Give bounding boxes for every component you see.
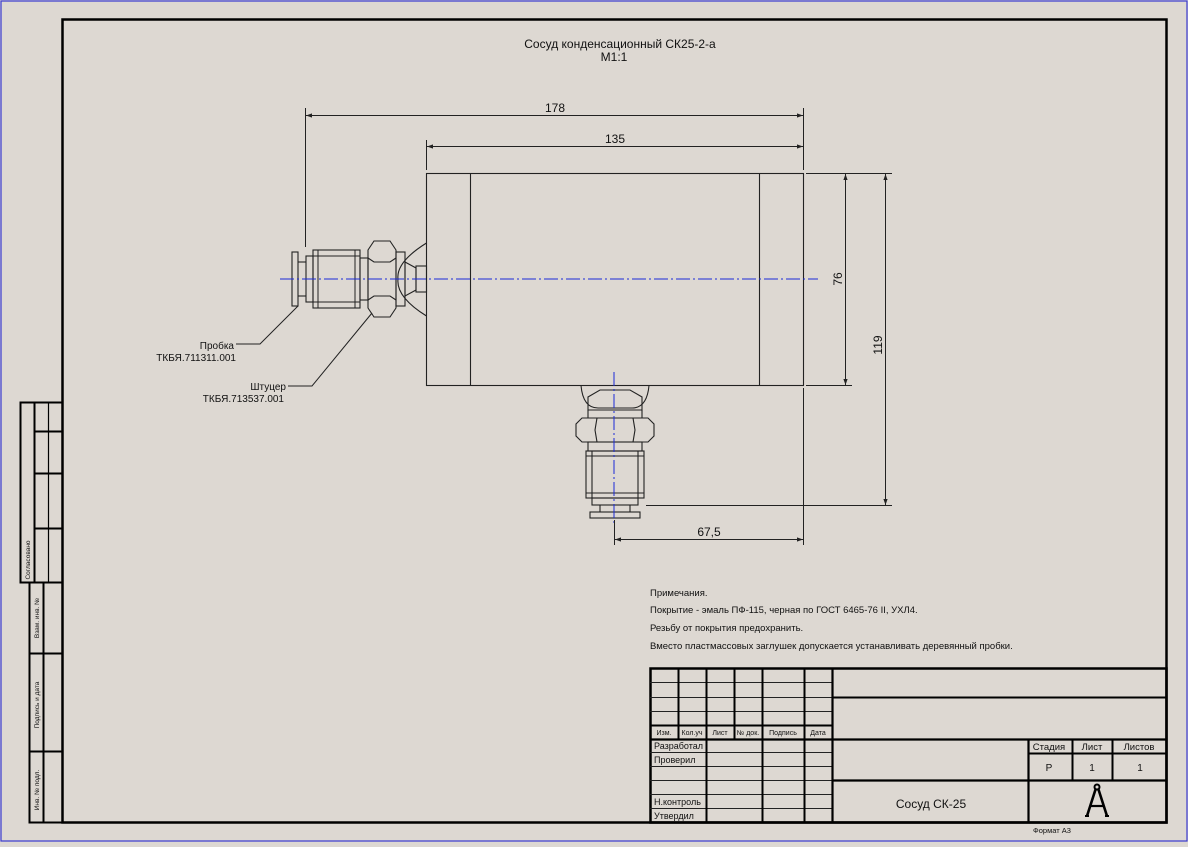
svg-text:178: 178: [545, 101, 565, 115]
drawing-scale: М1:1: [601, 50, 628, 64]
svg-text:135: 135: [605, 132, 625, 146]
stamp-approved: Согласовано: [25, 540, 32, 579]
role-norm-control: Н.контроль: [654, 797, 701, 807]
stamp-inv-orig: Инв. № подл.: [34, 770, 41, 811]
col-izm: Изм.: [657, 730, 672, 737]
compass-icon: [1085, 783, 1109, 817]
side-stamp: Согласовано Взам. инв. № Подпись и дата …: [19, 401, 64, 824]
svg-text:ТКБЯ.711311.001: ТКБЯ.711311.001: [156, 353, 236, 364]
drawing-title: Сосуд конденсационный СК25-2-а: [524, 37, 716, 51]
stage-value: Р: [1046, 763, 1053, 774]
dimension-135: 135: [426, 132, 803, 170]
note-1: Покрытие - эмаль ПФ-115, черная по ГОСТ …: [650, 605, 918, 616]
notes-heading: Примечания.: [650, 588, 708, 599]
svg-text:119: 119: [871, 335, 885, 354]
sheet-label: Лист: [1082, 742, 1103, 753]
callout-plug: Пробка ТКБЯ.711311.001: [156, 305, 299, 364]
sheets-value: 1: [1137, 763, 1143, 774]
title-block: Изм. Кол.уч Лист № док. Подпись Дата Раз…: [649, 667, 1168, 824]
dimension-178: 178: [305, 101, 804, 247]
svg-text:ТКБЯ.713537.001: ТКБЯ.713537.001: [203, 394, 285, 405]
note-2: Резьбу от покрытия предохранить.: [650, 623, 803, 634]
note-3: Вместо пластмассовых заглушек допускаетс…: [650, 641, 1013, 652]
dimension-67-5: 67,5: [614, 388, 804, 545]
dimension-119: 119: [646, 173, 892, 506]
col-date: Дата: [810, 730, 826, 737]
stamp-sign-date: Подпись и дата: [34, 681, 41, 728]
sheets-label: Листов: [1124, 742, 1155, 753]
dimension-76: 76: [806, 173, 852, 386]
svg-text:Пробка: Пробка: [200, 340, 235, 352]
svg-text:Штуцер: Штуцер: [250, 382, 286, 393]
stage-label: Стадия: [1033, 742, 1065, 753]
callout-fitting: Штуцер ТКБЯ.713537.001: [203, 312, 373, 405]
product-name: Сосуд СК-25: [896, 797, 967, 811]
col-kol-uch: Кол.уч: [682, 730, 703, 737]
stamp-ref-inv: Взам. инв. №: [34, 598, 41, 638]
role-developer: Разработал: [654, 741, 703, 751]
svg-text:67,5: 67,5: [697, 525, 721, 539]
bottom-fitting: [575, 385, 655, 519]
col-signature: Подпись: [769, 730, 797, 737]
format-label: Формат А3: [1033, 826, 1071, 835]
role-approver: Утвердил: [654, 811, 694, 821]
notes: Примечания. Покрытие - эмаль ПФ-115, чер…: [650, 588, 1013, 652]
role-checker: Проверил: [654, 755, 695, 765]
col-list: Лист: [712, 730, 728, 737]
sheet-value: 1: [1089, 763, 1095, 774]
svg-text:76: 76: [831, 272, 845, 286]
col-doc-no: № док.: [737, 730, 759, 737]
